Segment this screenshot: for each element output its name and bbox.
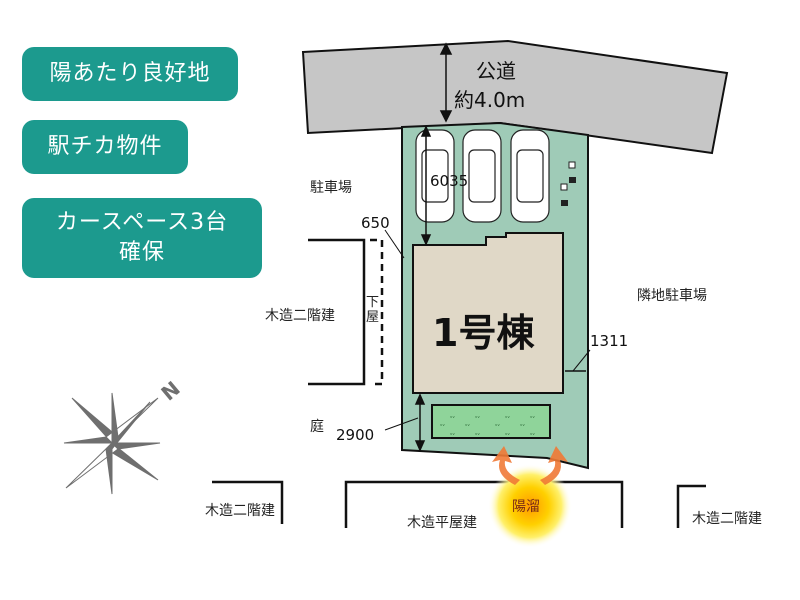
badge-label: 陽あたり良好地: [49, 61, 211, 86]
badge-near-station: 駅チカ物件: [22, 120, 188, 174]
left-annex-label: 下屋: [366, 295, 380, 325]
svg-text:ᵥᵥ: ᵥᵥ: [530, 413, 536, 420]
neighbor-parking-label: 隣地駐車場: [637, 288, 707, 304]
badge-label-2: 確保: [118, 240, 165, 265]
road-name: 公道: [476, 59, 516, 83]
road-width: 約4.0m: [454, 88, 526, 112]
svg-text:ᵥᵥ: ᵥᵥ: [530, 430, 536, 437]
bottom-left-house-outline: [212, 480, 284, 524]
badge-sunny-lot: 陽あたり良好地: [22, 47, 238, 101]
bottom-center-house-label: 木造平屋建: [407, 515, 477, 531]
garden-label: 庭: [310, 419, 324, 435]
svg-text:ᵥᵥ: ᵥᵥ: [475, 413, 481, 420]
building-name: 1号棟: [432, 311, 535, 355]
garden-depth: 2900: [336, 426, 375, 444]
parking-label: 駐車場: [310, 180, 352, 196]
compass-rose-icon: [63, 392, 161, 495]
bottom-right-house-label: 木造二階建: [692, 511, 762, 527]
right-setback: 1311: [590, 332, 629, 350]
left-house-outline: [308, 238, 384, 386]
garden-bed: [431, 404, 551, 439]
badge-car-space: カースペース3台 確保: [22, 198, 262, 278]
svg-text:ᵥᵥ: ᵥᵥ: [450, 430, 456, 437]
parking-depth: 6035: [430, 172, 469, 190]
svg-text:ᵥᵥ: ᵥᵥ: [495, 421, 501, 428]
badge-label: カースペース3台: [55, 210, 229, 235]
sunspot-label: 陽溜: [512, 499, 540, 515]
bottom-left-house-label: 木造二階建: [205, 503, 275, 519]
badge-label: 駅チカ物件: [47, 134, 163, 159]
svg-text:ᵥᵥ: ᵥᵥ: [520, 421, 526, 428]
svg-text:ᵥᵥ: ᵥᵥ: [440, 421, 446, 428]
svg-text:ᵥᵥ: ᵥᵥ: [505, 413, 511, 420]
svg-text:ᵥᵥ: ᵥᵥ: [505, 430, 511, 437]
left-setback: 650: [361, 214, 390, 232]
meter-icon: [560, 161, 576, 206]
svg-text:ᵥᵥ: ᵥᵥ: [450, 413, 456, 420]
compass-north-label: N: [156, 376, 184, 405]
bottom-center-house-outline: [344, 480, 624, 528]
svg-text:ᵥᵥ: ᵥᵥ: [465, 421, 471, 428]
left-house-label: 木造二階建: [265, 308, 335, 324]
public-road: [301, 39, 729, 155]
sunspot-glow: [488, 464, 572, 548]
sun-arrow-icon: [492, 446, 568, 485]
svg-text:ᵥᵥ: ᵥᵥ: [475, 430, 481, 437]
bottom-right-house-outline: [676, 484, 706, 528]
building-footprint: [412, 232, 564, 394]
